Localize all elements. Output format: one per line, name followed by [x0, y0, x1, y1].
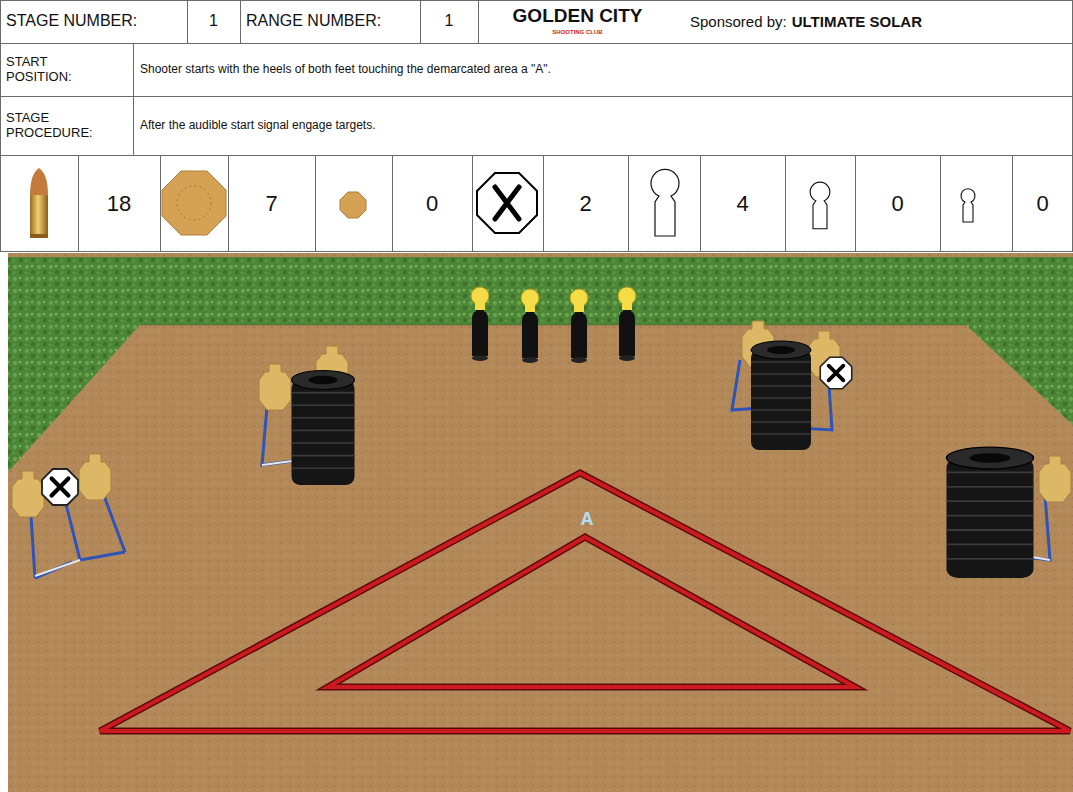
cartridge-icon-part	[30, 194, 48, 238]
field-text: After the audible start signal engage ta…	[140, 96, 1065, 155]
shooting-area-part	[328, 537, 855, 687]
round-count: 18	[78, 155, 160, 252]
sponsor-name: ULTIMATE SOLAR	[792, 0, 922, 43]
range-scene-part	[8, 253, 1073, 792]
right-barricade-part	[751, 341, 811, 450]
right-barricade	[732, 321, 852, 450]
sponsor-label: Sponsored by:	[690, 0, 787, 43]
left-barricade	[259, 346, 355, 485]
small-plate-icon-part	[340, 192, 366, 218]
small-plate-icon	[340, 192, 366, 218]
field-label: STAGE NUMBER:	[6, 0, 186, 43]
left-target-array	[12, 454, 125, 578]
poppers-part	[618, 287, 636, 361]
paper-target-icon	[162, 171, 226, 235]
field-value: 1	[187, 0, 240, 43]
field-label: START POSITION:	[6, 43, 96, 96]
paper-target-icon-part	[162, 171, 226, 235]
poppers-part	[521, 289, 539, 363]
range-scene-part	[140, 325, 966, 326]
range-scene	[8, 253, 1073, 792]
field-label: RANGE NUMBER:	[246, 0, 420, 43]
front-right-barricade-part	[1039, 456, 1071, 502]
shooting-area-part	[100, 473, 1070, 731]
no-shoot-icon	[477, 173, 537, 233]
field-label: STAGE PROCEDURE:	[6, 96, 118, 155]
field-value: 1	[420, 0, 478, 43]
cartridge-icon-part	[30, 168, 48, 195]
popper-icons-part	[810, 182, 830, 229]
target-count: 7	[228, 155, 315, 252]
left-target-array-part	[42, 469, 78, 505]
front-right-barricade-part	[947, 447, 1034, 578]
shooting-area-part	[328, 537, 855, 687]
target-count: 0	[392, 155, 472, 252]
header-table-part	[79, 155, 1013, 252]
left-barricade-part	[292, 371, 355, 485]
header-table-part	[0, 44, 1073, 156]
cartridge-icon	[30, 168, 48, 238]
club-logo: GOLDEN CITY	[480, 3, 675, 29]
poppers-part	[471, 287, 489, 361]
area-marker: A	[567, 507, 607, 531]
popper-icons	[651, 169, 975, 236]
header-table-part	[188, 0, 479, 43]
range-scene-part	[140, 257, 966, 325]
no-shoot-icon-part	[477, 173, 537, 233]
popper-icons-part	[961, 189, 975, 222]
header-table-part	[133, 43, 134, 155]
target-count: 4	[700, 155, 785, 252]
field-text: Shooter starts with the heels of both fe…	[140, 43, 1065, 96]
club-tagline: SHOOTING CLUB	[480, 28, 675, 37]
range-scene-part	[966, 257, 1073, 425]
shooting-area-part	[100, 473, 1070, 731]
popper-icons-part	[651, 169, 679, 236]
poppers-part	[570, 289, 588, 363]
left-target-array-part	[79, 454, 111, 500]
shooting-area	[100, 473, 1070, 731]
right-barricade-part	[820, 357, 852, 389]
header-table-part	[1, 1, 1073, 252]
target-count: 0	[855, 155, 940, 252]
front-right-barricade	[947, 447, 1072, 578]
target-count: 0	[1012, 155, 1073, 252]
header-table	[0, 0, 1073, 252]
range-scene-part	[8, 257, 140, 472]
no-shoot-icon-part	[495, 187, 519, 219]
left-target-array-part	[12, 471, 44, 517]
paper-target-icon-part	[177, 186, 211, 220]
left-barricade-part	[259, 364, 291, 410]
cartridge-icon-part	[30, 234, 48, 238]
left-target-array-part	[35, 560, 80, 576]
poppers	[471, 287, 636, 363]
target-count: 2	[543, 155, 628, 252]
